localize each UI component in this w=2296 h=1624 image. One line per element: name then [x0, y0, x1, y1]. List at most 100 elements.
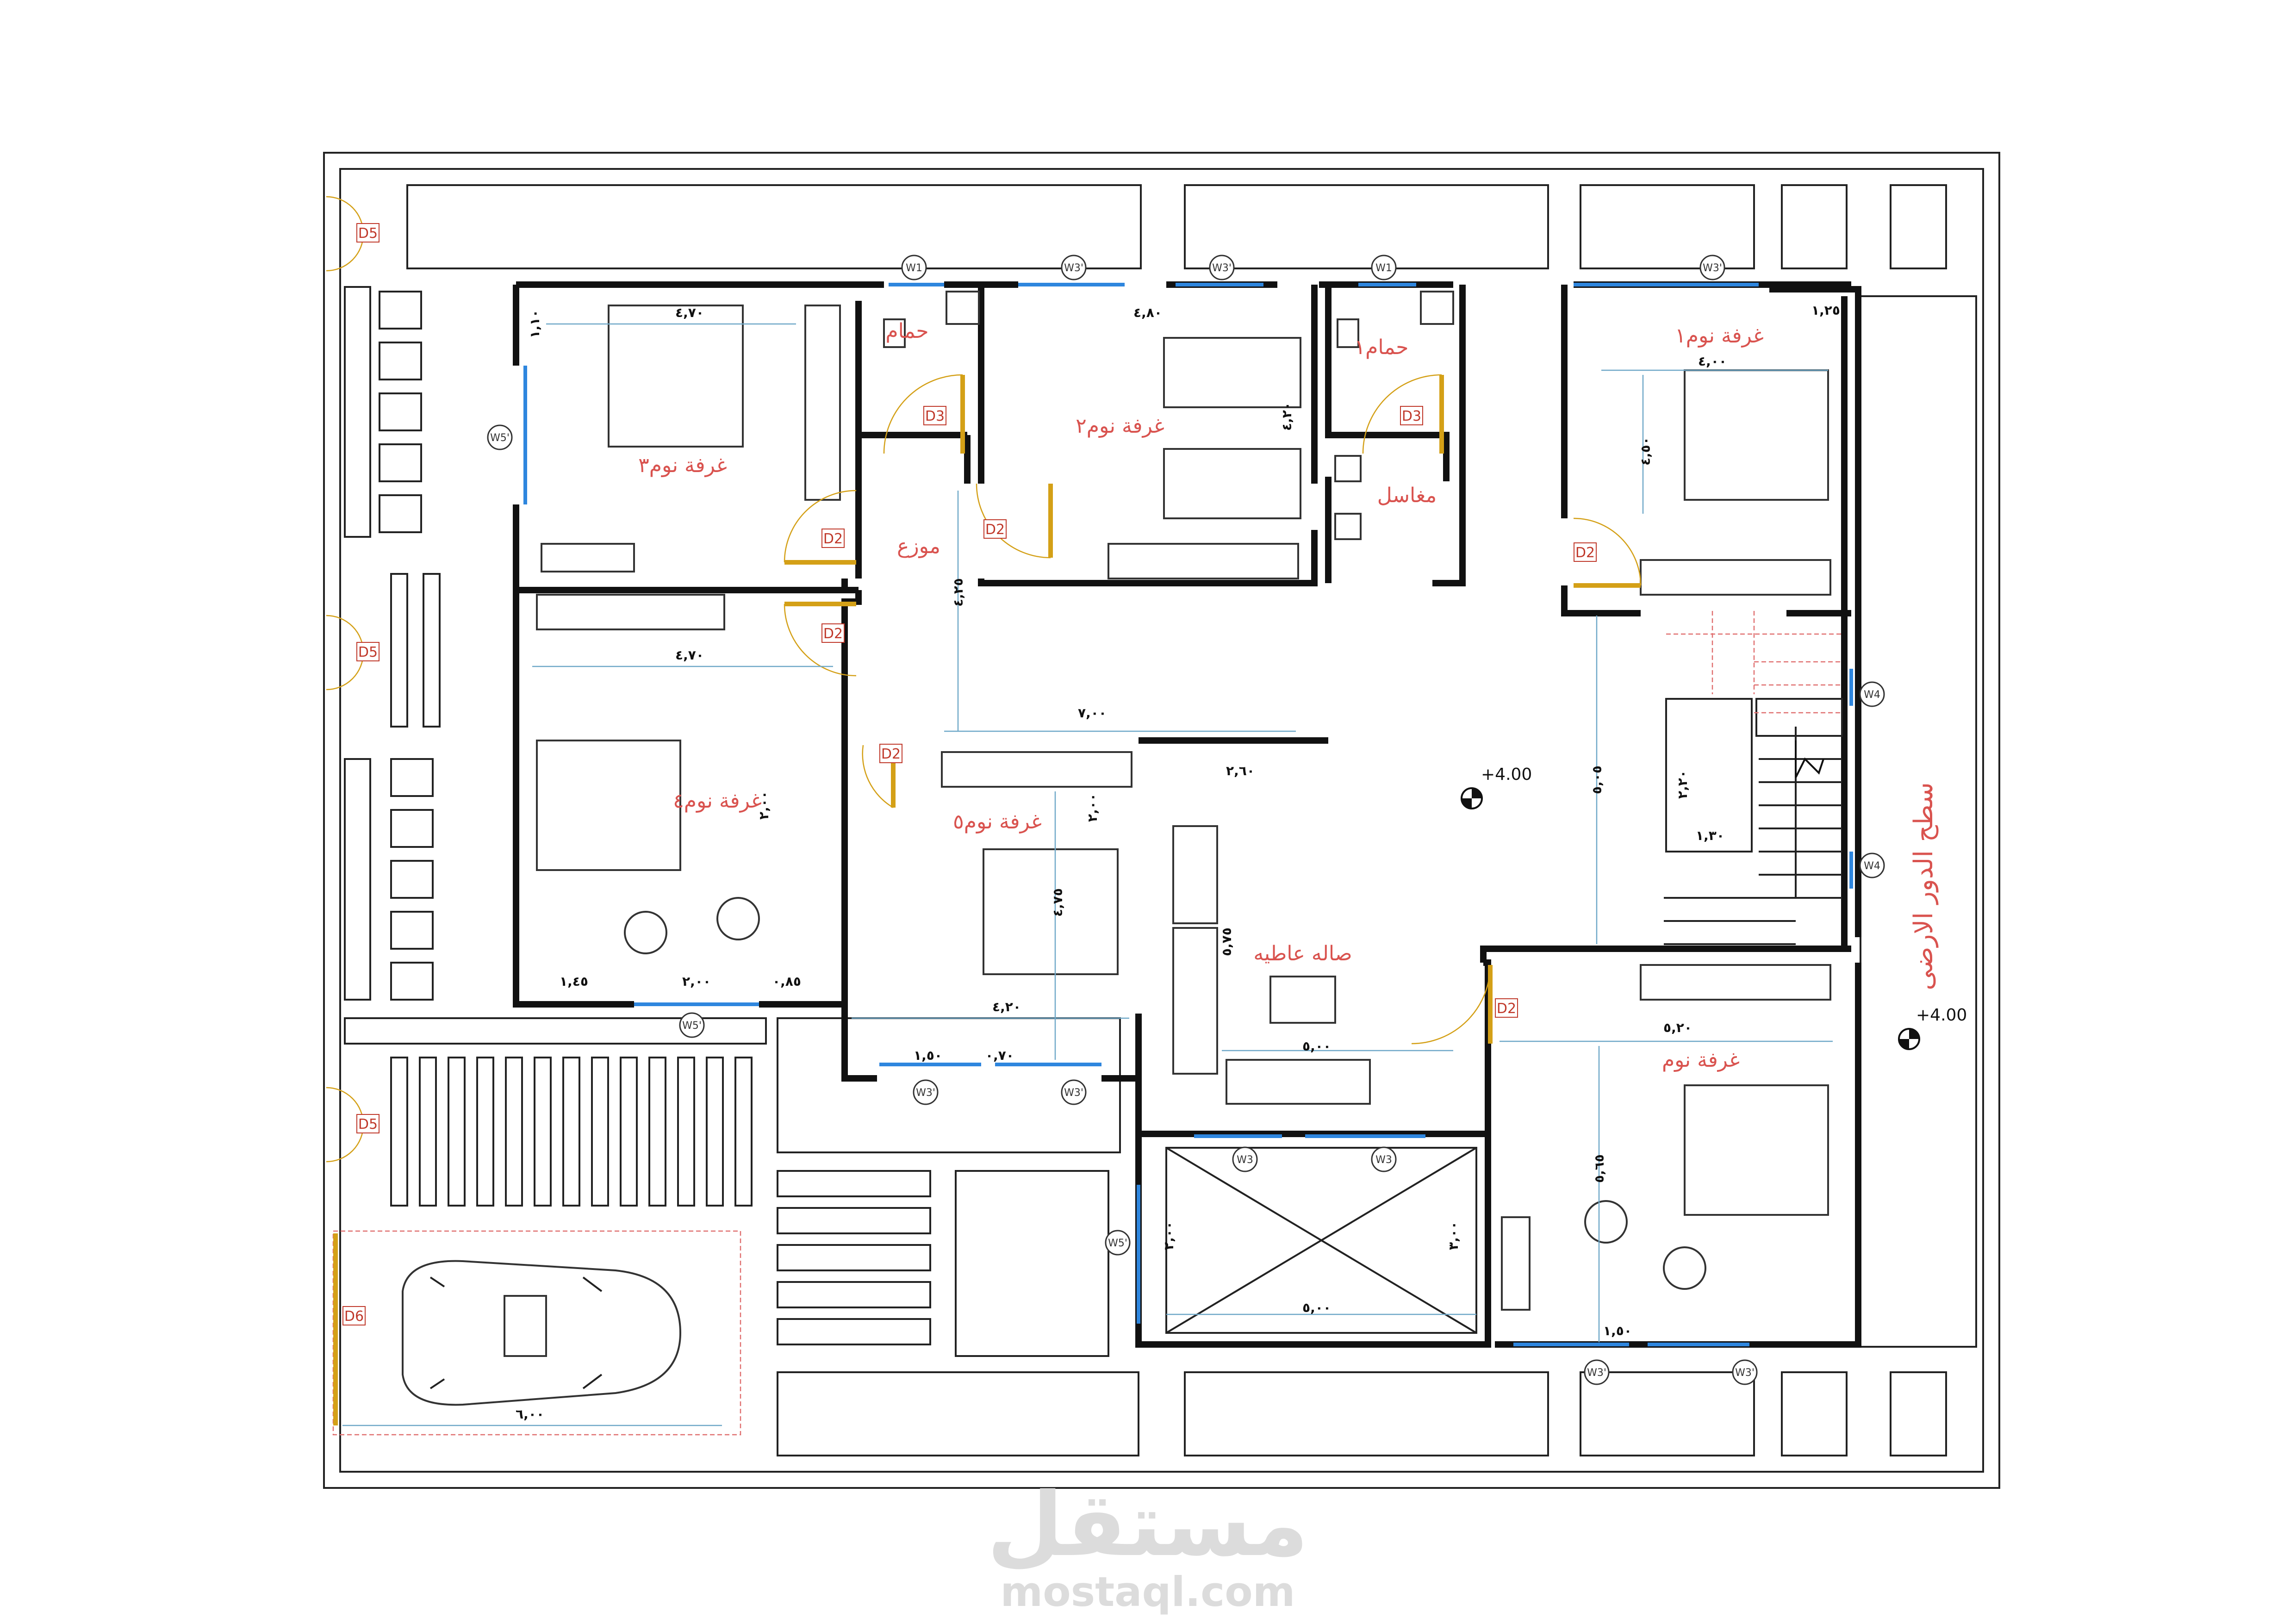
parking-stripe	[448, 1057, 466, 1207]
dimension: ٤,٢٠	[852, 999, 1129, 1019]
twin-bed-icon	[1163, 337, 1301, 408]
sofa-icon	[1226, 1059, 1371, 1105]
dimension-label: ٥,٠٠	[1302, 1039, 1331, 1054]
twin-bed-icon	[1163, 448, 1301, 519]
window-tag: W3'	[1703, 262, 1722, 274]
dimension: ٢,٠٠	[1161, 1221, 1176, 1250]
window-tag-icon	[1859, 852, 1885, 878]
watermark-logo: مستقل	[987, 1474, 1309, 1576]
bed-icon	[536, 740, 681, 871]
dimension: ١,٣٠	[1696, 828, 1724, 843]
dimension-label: ٥,٧٥	[1219, 927, 1234, 956]
window-tag: W4	[1864, 689, 1880, 701]
door-tag-icon	[356, 642, 380, 661]
door: D2	[862, 744, 902, 809]
window: W1	[1358, 255, 1416, 286]
window: W4	[1849, 852, 1885, 889]
window-tag-icon	[1061, 255, 1087, 280]
window-tag-icon	[487, 424, 513, 450]
bed-icon	[1684, 369, 1829, 501]
bed-icon	[983, 848, 1119, 975]
level-marker: +4.00	[1461, 765, 1532, 809]
window-tag-icon	[901, 255, 927, 280]
wardrobe-icon	[536, 594, 725, 630]
window-tag-icon	[1209, 255, 1235, 280]
level-marker: +4.00	[1898, 1006, 1967, 1050]
sink-icon	[1334, 455, 1362, 482]
room-label-distributor: موزع	[897, 535, 940, 558]
dimension-label: ٢,٠٠	[682, 974, 711, 989]
window: W3	[1305, 1134, 1425, 1172]
dimension-label: ١,٤٥	[560, 974, 588, 989]
door-tag: D6	[344, 1308, 364, 1325]
dimension-label: ٤,٧٥	[1050, 888, 1065, 917]
armchair-icon	[624, 911, 667, 954]
dimension-label: ٢,٢٠	[1675, 770, 1690, 799]
left-strips	[344, 286, 1121, 1357]
room-label-bedroom-4: غرفة نوم٤	[673, 789, 762, 813]
dimension-label: ٥,٠٠	[1302, 1300, 1331, 1315]
door: D2	[784, 490, 857, 565]
window-tag: W5'	[682, 1020, 702, 1032]
dimension: ٥,٧٥	[1219, 927, 1234, 956]
level-label: +4.00	[1916, 1006, 1967, 1025]
window-tag-icon	[1105, 1230, 1131, 1256]
window-tag: W3	[1375, 1154, 1392, 1166]
dimension: ٤,٧٠	[532, 647, 833, 667]
room-label-bedroom-1: غرفة نوم١	[1675, 324, 1764, 348]
window: W5'	[634, 1002, 759, 1038]
sofa-icon	[1172, 927, 1218, 1075]
window-tag-icon	[1859, 681, 1885, 707]
room-labels: غرفة نوم٣ حمام غرفة نوم٢ حمام١ مغاسل غرف…	[638, 319, 1764, 1072]
parking-stripe	[419, 1057, 437, 1207]
armchair-icon	[716, 897, 760, 940]
dimension: ٤,٢٠	[1279, 402, 1294, 431]
dimension-label: ٢,٠٠	[756, 791, 772, 820]
window-tag: W1	[1375, 262, 1392, 274]
window: W3'	[879, 1063, 981, 1105]
dimension-label: ٤,٢٠	[1279, 402, 1294, 431]
window-tag: W3'	[1064, 1087, 1083, 1099]
door-tag: D5	[358, 644, 378, 660]
door: D3	[1362, 374, 1444, 454]
dimension: ٥,٠٠	[1222, 1039, 1453, 1054]
door-tag-icon	[821, 623, 845, 643]
dimension-label: ١,٣٠	[1696, 828, 1724, 843]
window-tag-icon	[1732, 1359, 1758, 1385]
door-tag-icon	[342, 1306, 366, 1325]
door-tag-icon	[356, 1114, 380, 1133]
window-tag-icon	[913, 1079, 939, 1105]
room-label-living-hall: صاله عاطيه	[1253, 942, 1352, 965]
door: D2	[1573, 517, 1642, 588]
ground-floor-roof-label: سطح الدور الارضى	[1909, 782, 1939, 990]
window-tag-icon	[1232, 1146, 1258, 1172]
window: W5'	[1105, 1185, 1140, 1324]
site-boundary	[323, 152, 2000, 1489]
dimension: ٣,٠٠	[1446, 1221, 1461, 1250]
door-tag: D5	[358, 225, 378, 242]
door-tag: D2	[823, 531, 843, 547]
door-tag: D2	[823, 626, 843, 642]
door-tag-icon	[821, 529, 845, 548]
door: D2	[976, 483, 1053, 559]
wardrobe-icon	[1640, 964, 1831, 1001]
dimension-label: ٤,٢٥	[951, 578, 966, 607]
dimension: ١,٥٠	[1603, 1323, 1632, 1338]
parking-stripe	[505, 1057, 523, 1207]
room-label-bathroom: حمام	[885, 319, 928, 343]
desk-icon	[1501, 1216, 1531, 1311]
dimension: ١,٤٥	[560, 974, 588, 989]
window-tag: W4	[1864, 860, 1880, 872]
door-tag: D5	[358, 1116, 378, 1132]
door-tag-icon	[1574, 542, 1597, 562]
door-tag-icon	[983, 519, 1007, 539]
void-opening	[1165, 1147, 1477, 1334]
parking-stripe	[648, 1057, 666, 1207]
dimension-label: ٤,٧٠	[675, 647, 704, 663]
window-tag: W3'	[1587, 1367, 1606, 1379]
window-tag: W5'	[490, 432, 510, 444]
window-tag: W3'	[916, 1087, 935, 1099]
dimension: ٢,٠٠	[682, 974, 711, 989]
